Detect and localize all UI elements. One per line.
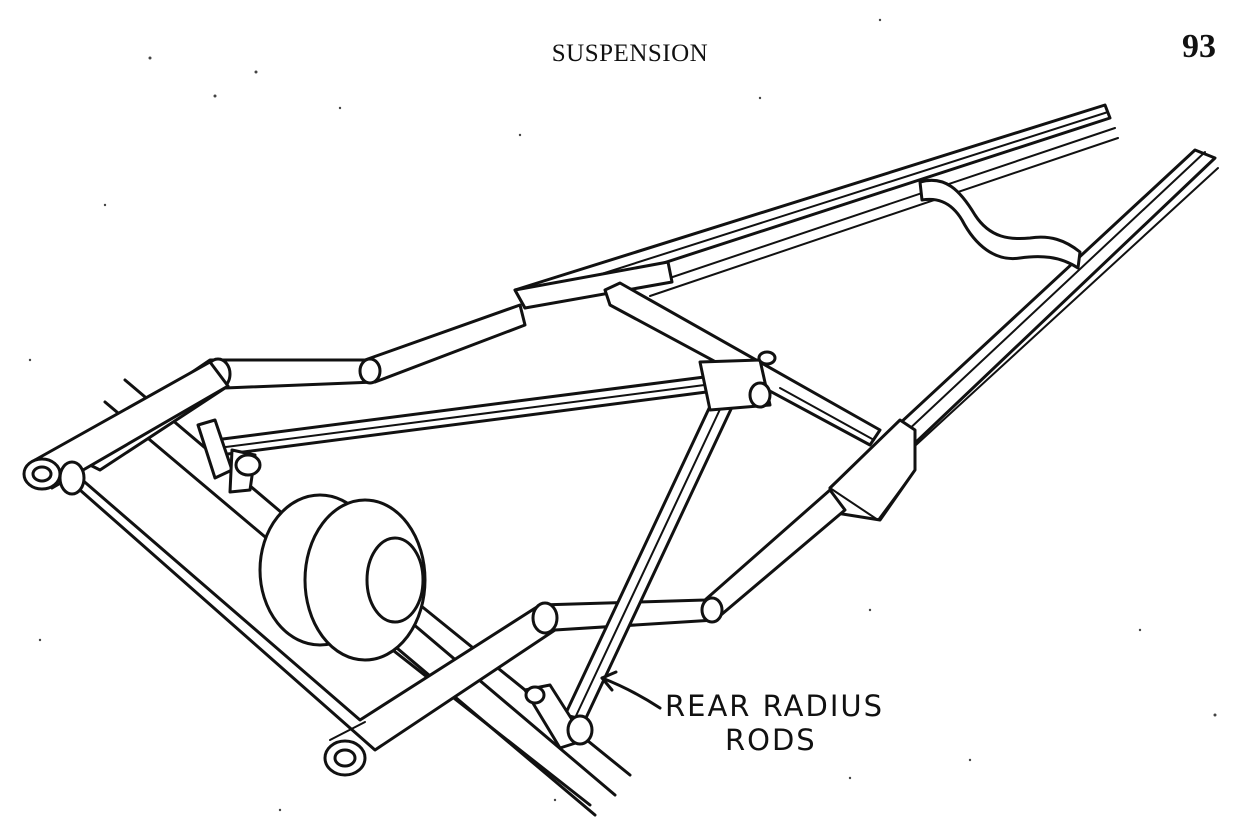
callout-label-line-2: RODS: [725, 723, 817, 757]
scan-speckles: [28, 18, 1217, 812]
left-side-rail: [513, 103, 1119, 310]
lower-radius-rod: [563, 383, 742, 722]
rear-cross-member: [918, 178, 1082, 270]
frame-right-tube: [58, 460, 847, 777]
upper-radius-rod: [213, 373, 724, 457]
callout-arrow: [600, 670, 662, 710]
running-head: SUSPENSION: [551, 40, 709, 67]
page-number: 93: [1182, 28, 1216, 65]
right-side-channel: [828, 148, 1219, 522]
differential-housing: [258, 493, 427, 662]
callout-label-line-1: REAR RADIUS: [665, 689, 884, 723]
rod-clevis-brackets: [196, 350, 777, 750]
frame-front-cross: [22, 360, 230, 491]
